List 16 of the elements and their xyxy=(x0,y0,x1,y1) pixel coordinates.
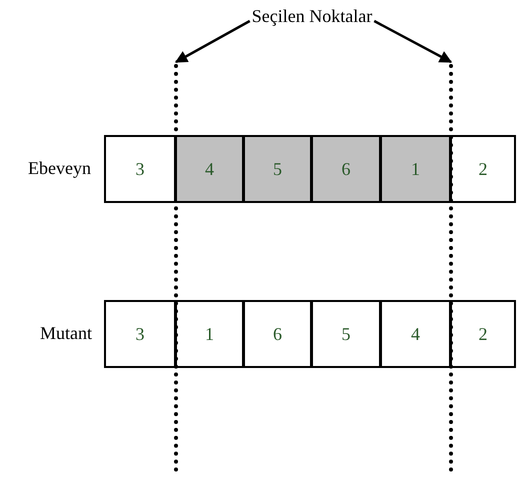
arrow xyxy=(374,20,452,64)
gene-cell: 4 xyxy=(380,300,451,368)
gene-cell: 5 xyxy=(243,135,312,203)
gene-cell: 3 xyxy=(104,300,176,368)
gene-cell: 6 xyxy=(311,135,381,203)
gene-cell: 2 xyxy=(450,135,516,203)
gene-cell: 6 xyxy=(243,300,312,368)
arrow xyxy=(174,20,250,64)
row-label: Ebeveyn xyxy=(28,158,91,179)
row-label: Mutant xyxy=(40,323,92,344)
gene-cell: 1 xyxy=(175,300,244,368)
gene-cell: 2 xyxy=(450,300,516,368)
gene-cell: 4 xyxy=(175,135,244,203)
callout-text: Seçilen Noktalar xyxy=(252,6,372,32)
gene-cell: 5 xyxy=(311,300,381,368)
gene-cell: 1 xyxy=(380,135,451,203)
